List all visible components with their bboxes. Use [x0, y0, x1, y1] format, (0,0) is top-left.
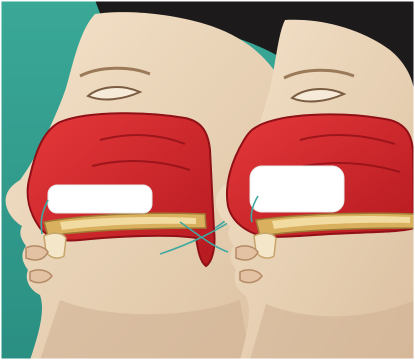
nasal-pack-small	[48, 185, 152, 213]
nasal-pack-large	[250, 166, 344, 212]
